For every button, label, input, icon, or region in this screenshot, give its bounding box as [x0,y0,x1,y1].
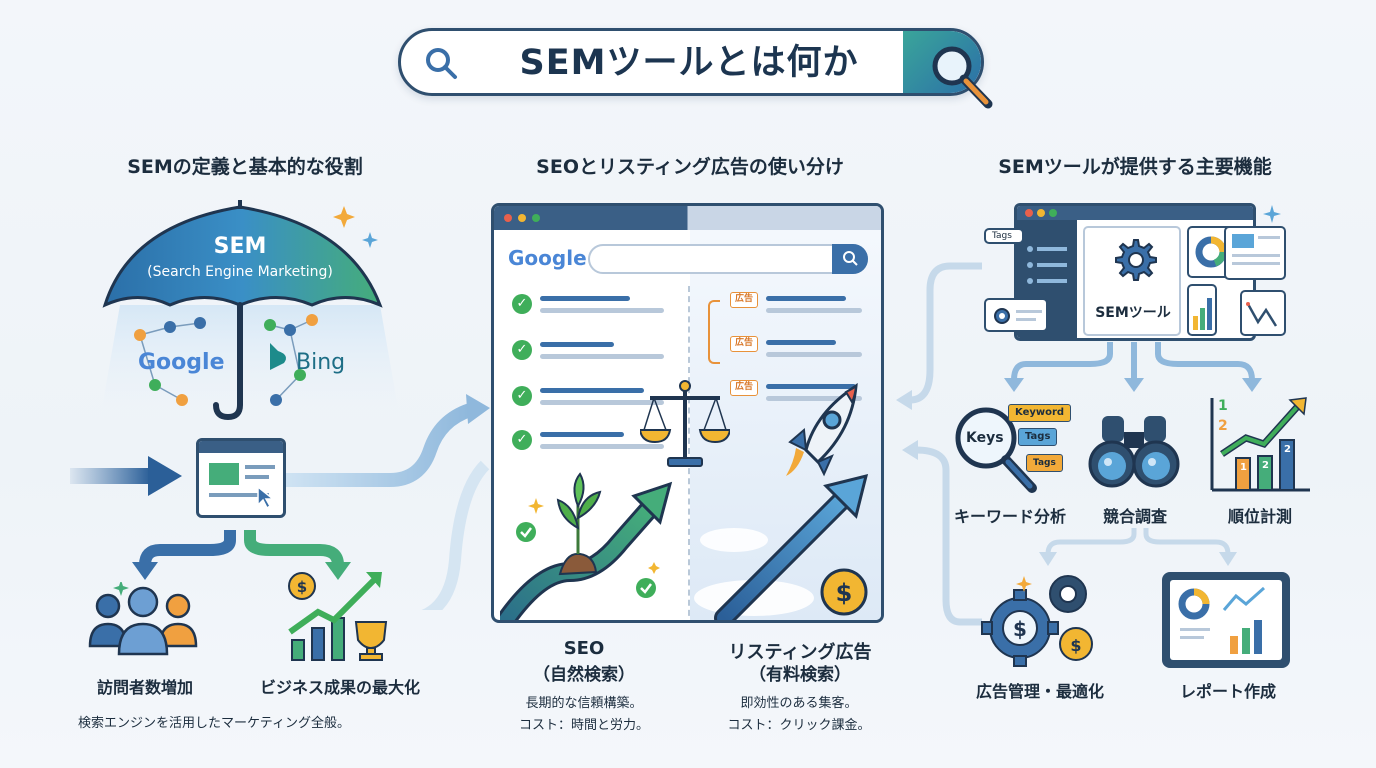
search-go-button [832,244,868,274]
sidebar-tag-card: Tags [984,228,1024,244]
rocket-icon [786,383,858,477]
sem-tool-dashboard: SEMツール [1014,203,1256,341]
bar-label: 2 [1284,444,1291,455]
tags-tag-2: Tags [1026,454,1063,472]
feature-ad-management: 広告管理・最適化 [975,682,1104,701]
ad-badge: 広告 [730,380,758,396]
svg-text:$: $ [297,578,307,596]
search-icon [843,251,858,266]
tags-tag: Tags [1018,428,1058,446]
check-icon: ✓ [512,430,532,450]
magnifier-icon [932,46,993,109]
search-results-browser: Google ✓ ✓ ✓ ✓ 広告 広告 広告 [491,203,884,623]
google-logo-text: Google [138,350,225,375]
ads-desc-1: 即効性のある集客。 [740,696,858,711]
ad-badge: 広告 [730,336,758,352]
umbrella-subtitle: (Search Engine Marketing) [147,264,333,280]
feature-competitor-research: 競合調査 [1102,507,1167,526]
bing-logo-text: Bing [296,350,346,375]
people-icon [88,582,198,656]
feature-rank-tracking: 順位計測 [1227,507,1292,526]
feature-branch-arrows [1004,342,1262,392]
check-icon: ✓ [512,294,532,314]
ads-subtitle: （有料検索） [749,665,851,685]
binoculars-icon [1088,416,1180,488]
balance-scale-icon [640,380,730,467]
left-note: 検索エンジンを活用したマーケティング全般。 [78,716,350,731]
center-heading: SEOとリスティング広告の使い分け [536,156,844,178]
ads-growth-arrow: $ [694,473,869,620]
svg-text:$: $ [1070,636,1081,655]
umbrella-title: SEM [213,234,267,259]
bar-label: 2 [1262,460,1269,471]
sparkle-icon [1263,205,1281,223]
sem-tool-label: SEMツール [1095,305,1171,321]
feature-keyword-analysis: キーワード分析 [953,507,1066,526]
umbrella-illustration [100,200,400,421]
keyword-tag: Keyword [1008,404,1072,422]
title-search-bar: SEMツールとは何か [398,28,984,96]
sparkle-icon [333,206,378,248]
check-icon: ✓ [512,386,532,406]
growth-chart-trophy-icon: $ [288,572,388,661]
feature-branch-arrows-lower [1039,528,1237,566]
small-browser-window [196,438,286,518]
gear-icon [1115,239,1157,281]
svg-text:$: $ [836,579,853,607]
outcome-visitors: 訪問者数増加 [96,678,193,697]
right-heading: SEMツールが提供する主要機能 [998,156,1272,178]
ads-title: リスティング広告 [728,642,872,663]
google-logo: Google [508,246,587,270]
donut-chart-icon [1195,236,1227,268]
page-title: SEMツールとは何か [519,43,859,83]
gears-coins-icon: $ $ [981,575,1093,667]
report-tablet [1162,572,1290,668]
line-chart-icon [1246,302,1278,327]
outcome-business: ビジネス成果の最大化 [259,678,420,697]
settings-card [984,298,1048,332]
flow-arrows-left [70,394,490,610]
keys-label: Keys [966,430,1004,446]
check-icon: ✓ [512,340,532,360]
rank-number: 2 [1218,418,1228,434]
svg-text:$: $ [1013,617,1027,641]
gear-icon [994,308,1010,324]
line-chart-card [1240,290,1286,336]
seo-title: SEO [563,638,605,659]
ad-badge: 広告 [730,292,758,308]
ranking-chart-icon [1210,397,1310,492]
rank-number: 1 [1218,398,1228,414]
keyword-magnifier-icon [955,407,1037,493]
seo-desc-2: コスト：時間と労力。 [518,718,649,733]
search-input [588,244,868,274]
seo-subtitle: （自然検索） [533,665,635,685]
flow-arrows-right [896,262,982,626]
report-charts-icon [1178,586,1265,654]
seo-desc-1: 長期的な信頼構築。 [525,696,643,711]
search-icon [426,48,457,79]
table-card [1224,226,1286,280]
bar-label: 1 [1240,462,1247,473]
seo-growth-arrow [500,472,673,620]
ads-desc-2: コスト：クリック課金。 [727,718,871,733]
left-heading: SEMの定義と基本的な役割 [127,156,363,178]
feature-reporting: レポート作成 [1179,682,1276,701]
